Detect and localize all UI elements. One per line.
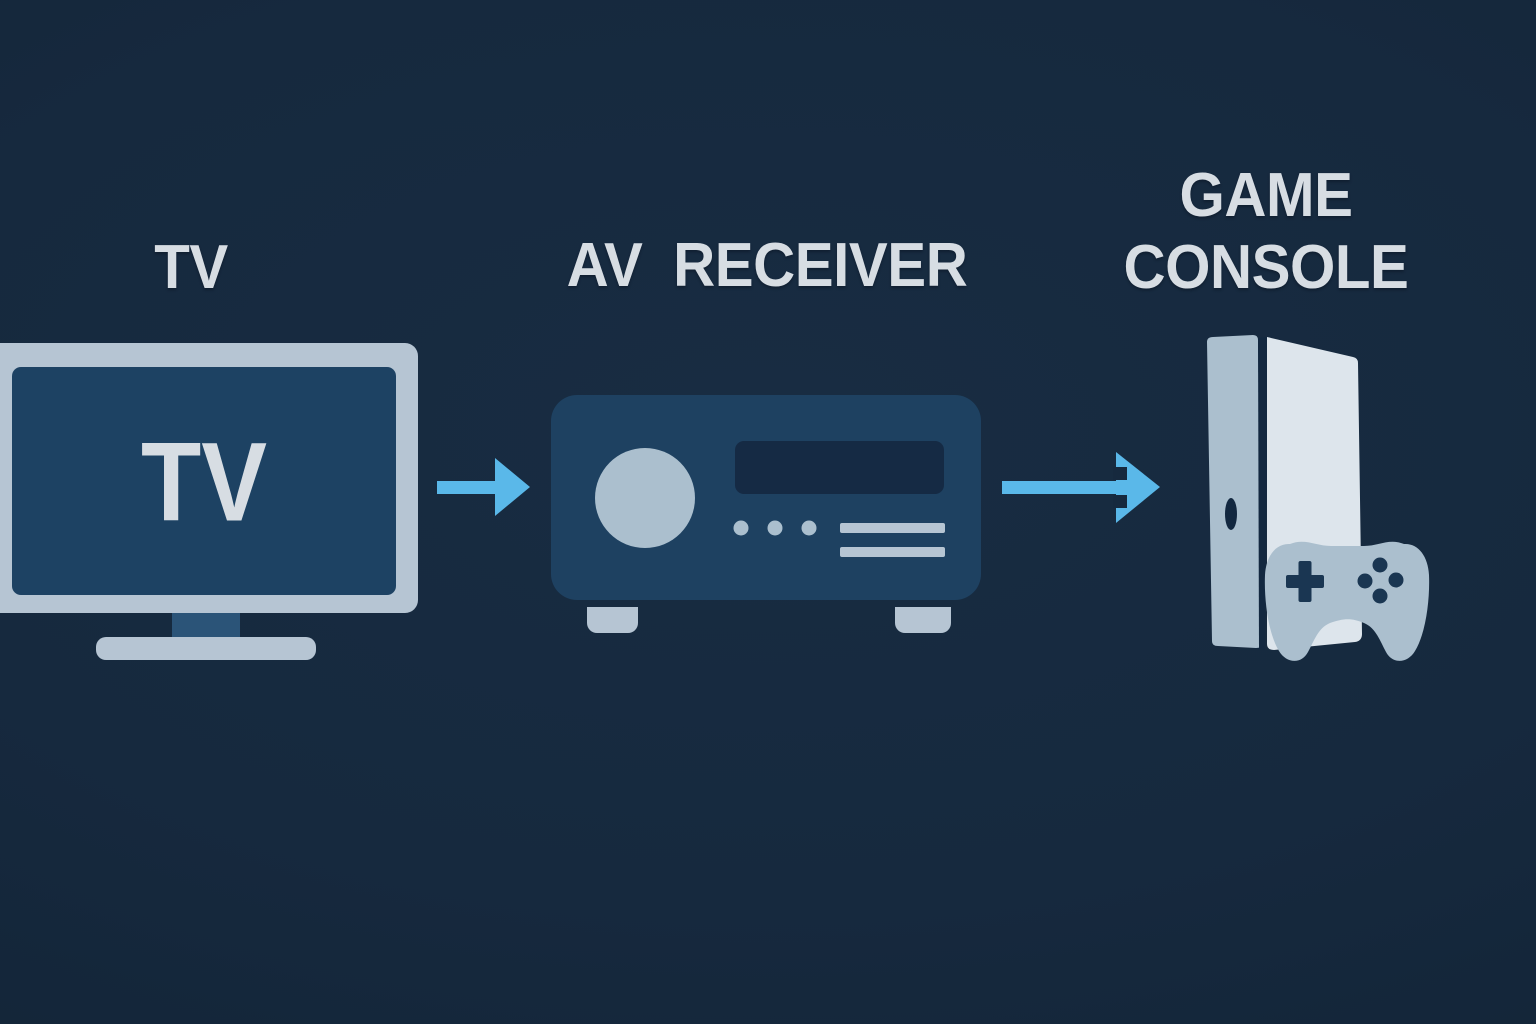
tv-screen-text: TV [141, 420, 267, 545]
game-console-label-line1: GAME [1179, 161, 1353, 230]
gamepad-button-right [1388, 572, 1404, 588]
receiver-foot-right [895, 607, 951, 633]
gamepad-icon [1264, 541, 1430, 661]
flow-arrow-receiver-to-console-icon [1002, 452, 1160, 523]
receiver-button-dot-3 [801, 520, 817, 536]
gamepad-button-left [1357, 573, 1373, 589]
receiver-vent-line-2 [840, 547, 945, 557]
receiver-vent-line-1 [840, 523, 945, 533]
receiver-display [735, 441, 944, 494]
receiver-button-dot-1 [733, 520, 749, 536]
tv-label: TV [154, 233, 228, 302]
gamepad-dpad-vertical [1298, 561, 1312, 602]
receiver-button-dot-2 [767, 520, 783, 536]
gamepad-button-top [1372, 557, 1388, 573]
game-console-icon [1207, 335, 1430, 661]
game-console-label-line2: CONSOLE [1123, 233, 1409, 302]
tv-icon: TV [0, 343, 418, 660]
gamepad-button-bottom [1372, 588, 1388, 604]
arrow-shaft [1002, 481, 1127, 494]
av-receiver-icon [551, 395, 981, 633]
console-slit-line [1258, 337, 1267, 650]
tv-screen [12, 367, 396, 595]
tv-stand-base [96, 637, 316, 660]
console-power-button [1225, 498, 1237, 530]
arrow-right-icon [437, 458, 530, 516]
receiver-foot-left [587, 607, 638, 633]
av-receiver-label: AV RECEIVER [566, 231, 968, 300]
arrow-notch-top [1113, 467, 1127, 480]
console-left-panel [1207, 335, 1262, 648]
receiver-knob [595, 448, 695, 548]
flow-arrow-tv-to-receiver-icon [437, 458, 530, 516]
arrow-notch-bottom [1113, 495, 1127, 508]
